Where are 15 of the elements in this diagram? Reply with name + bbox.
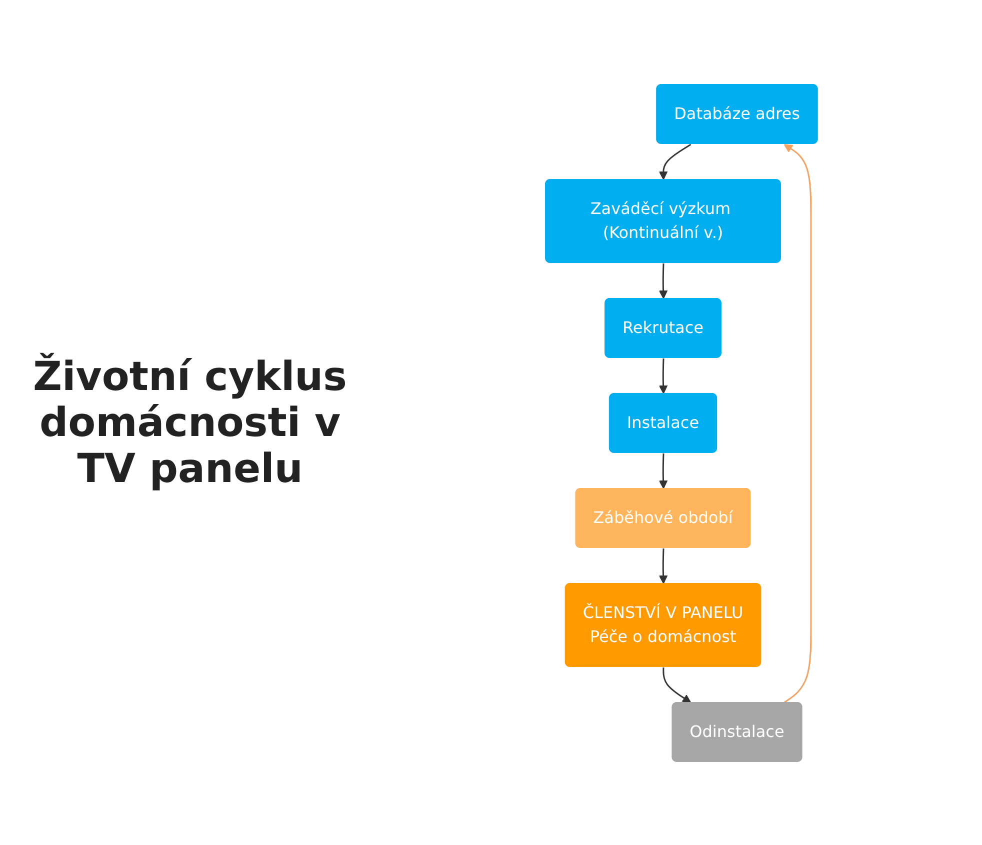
- node-box: Odinstalace: [671, 701, 802, 762]
- node-box: Záběhové období: [574, 488, 750, 548]
- arrow: [658, 548, 668, 584]
- arrow: [662, 666, 691, 702]
- arrow: [658, 143, 691, 180]
- arrow: [658, 262, 668, 298]
- arrow: [658, 358, 668, 394]
- node-box: Instalace: [608, 392, 717, 452]
- node-box: ČLENSTVÍ V PANELU Péče o domácnost: [564, 582, 761, 666]
- diagram-title: Životní cyklus domácnosti v TV panelu: [32, 354, 348, 492]
- node-box: Rekrutace: [604, 298, 721, 358]
- arrow: [783, 144, 812, 703]
- node-box: Databáze adres: [656, 84, 818, 144]
- arrow: [658, 452, 668, 488]
- node-box: Zaváděcí výzkum (Kontinuální v.): [544, 178, 781, 262]
